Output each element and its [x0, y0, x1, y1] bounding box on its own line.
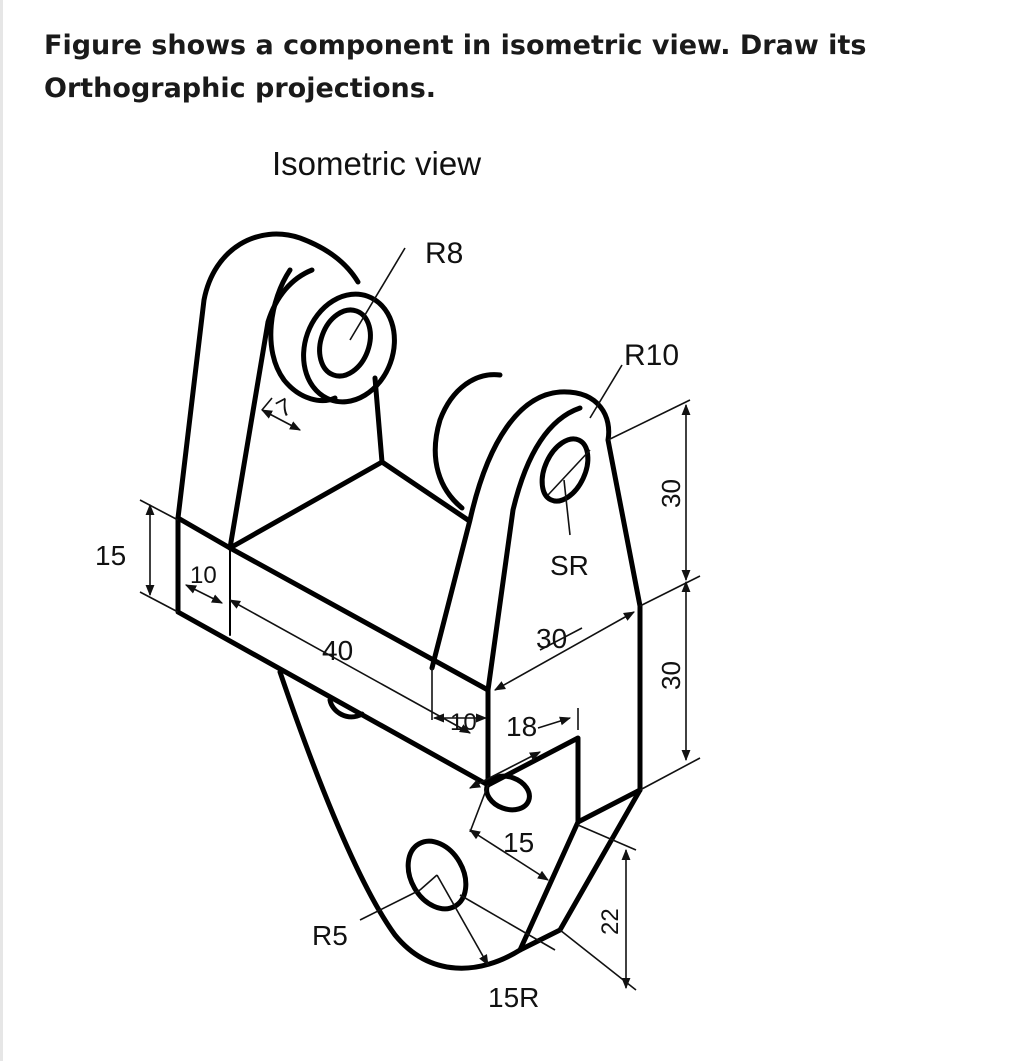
dim-r10: R10 — [624, 339, 679, 372]
dim-10-bottom: 10 — [450, 709, 477, 736]
dim-30-diagonal: 30 — [536, 623, 567, 654]
dim-sr: SR — [550, 550, 589, 581]
dim-7: 7 — [272, 393, 296, 423]
left-border — [0, 0, 3, 1061]
dimension-lines — [139, 247, 701, 991]
dim-r8: R8 — [425, 237, 463, 270]
dim-30-upper: 30 — [656, 479, 686, 508]
dim-15-height: 15 — [95, 540, 126, 571]
dim-22: 22 — [597, 908, 624, 935]
component-outline — [175, 231, 643, 971]
dim-15-slot: 15 — [503, 827, 534, 858]
dim-r5: R5 — [312, 920, 348, 951]
question-text: Figure shows a component in isometric vi… — [44, 30, 867, 104]
figure-caption: Isometric view — [272, 145, 481, 182]
dim-18: 18 — [506, 711, 537, 742]
dim-40: 40 — [322, 635, 353, 666]
dim-10-left: 10 — [190, 562, 217, 589]
dim-30-lower: 30 — [656, 661, 686, 690]
dim-15r: 15R — [488, 982, 539, 1013]
